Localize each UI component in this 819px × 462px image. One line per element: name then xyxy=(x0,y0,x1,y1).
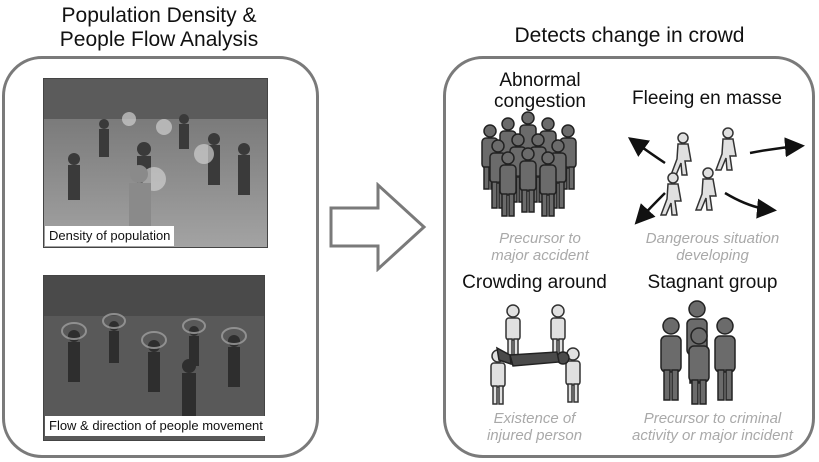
note-line2: activity or major incident xyxy=(632,427,793,444)
left-title: Population Density & People Flow Analysi… xyxy=(0,4,318,52)
running-people-icon xyxy=(620,118,805,233)
abnormal-congestion-heading: Abnormal congestion xyxy=(455,70,625,112)
right-title: Detects change in crowd xyxy=(514,24,745,47)
density-caption: Density of population xyxy=(45,226,175,246)
analysis-panel xyxy=(2,56,319,458)
heading-line2: congestion xyxy=(494,91,586,112)
note-line1: Precursor to criminal xyxy=(643,410,782,427)
crowd-photo-image xyxy=(44,79,267,247)
note-line1: Precursor to xyxy=(499,230,581,247)
fleeing-heading: Fleeing en masse xyxy=(632,88,782,109)
fleeing-note: Dangerous situation developing xyxy=(620,230,805,264)
crowd-icon xyxy=(470,110,590,225)
flow-photo xyxy=(43,275,265,441)
flow-photo-image xyxy=(44,276,264,440)
detection-panel xyxy=(443,56,815,458)
density-photo xyxy=(43,78,268,248)
note-line2: developing xyxy=(676,247,749,264)
note-line1: Existence of xyxy=(493,410,576,427)
congestion-note: Precursor to major accident xyxy=(455,230,625,264)
crowding-heading: Crowding around xyxy=(462,272,607,293)
right-arrow-icon xyxy=(328,182,428,272)
group-icon xyxy=(652,296,762,406)
stagnant-heading: Stagnant group xyxy=(647,272,778,293)
heading-line1: Abnormal xyxy=(499,70,581,91)
left-title-line2: People Flow Analysis xyxy=(59,28,259,51)
note-line2: major accident xyxy=(491,247,589,264)
stagnant-note: Precursor to criminal activity or major … xyxy=(615,410,810,444)
crowding-note: Existence of injured person xyxy=(447,410,622,444)
left-title-line1: Population Density & xyxy=(61,4,257,27)
flow-caption: Flow & direction of people movement xyxy=(45,416,267,436)
injured-person-icon xyxy=(485,300,595,408)
note-line1: Dangerous situation xyxy=(645,230,780,247)
note-line2: injured person xyxy=(486,427,583,444)
